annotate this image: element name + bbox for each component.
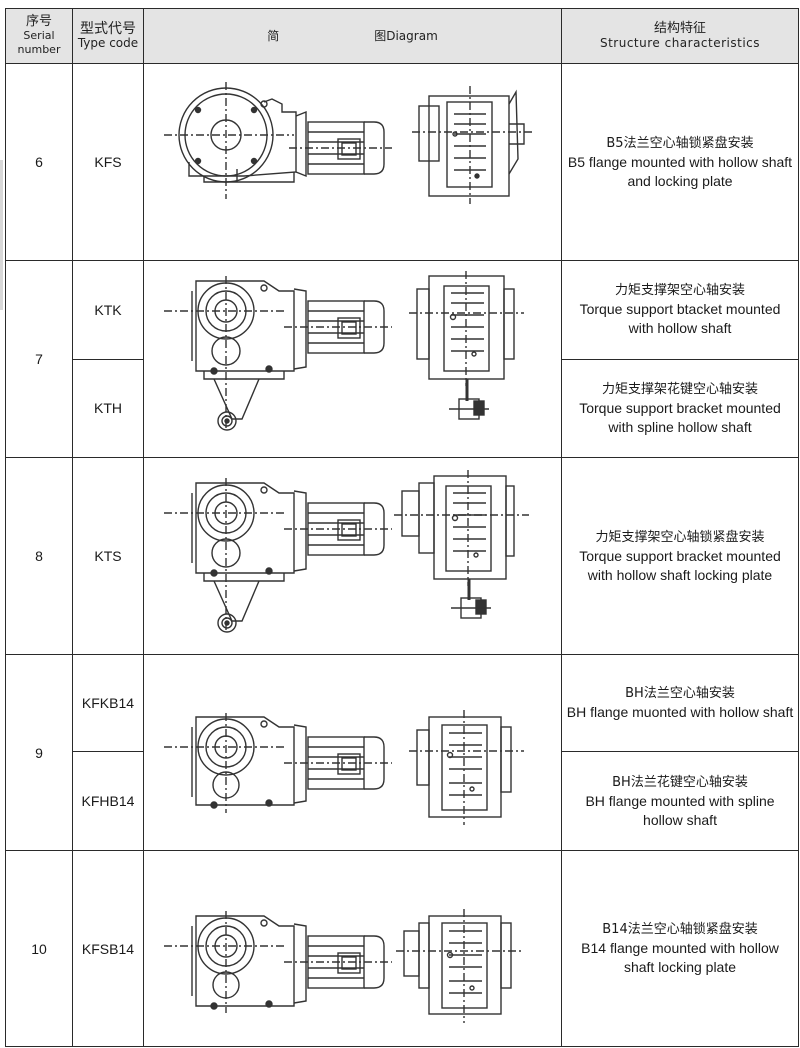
diagram-cell <box>143 260 562 458</box>
table-row: 8 KTS <box>5 457 799 655</box>
structure-cell: BH法兰花键空心轴安装 BH flange mounted with splin… <box>561 751 799 851</box>
serial-cell: 8 <box>5 457 73 655</box>
structure-cell: 力矩支撑架花键空心轴安装 Torque support bracket moun… <box>561 358 799 458</box>
structure-cell: B14法兰空心轴锁紧盘安装 B14 flange mounted with ho… <box>561 850 799 1047</box>
table-header-row: 序号 Serial number 型式代号 Type code 简 图Diagr… <box>5 8 799 64</box>
header-serial: 序号 Serial number <box>5 8 73 64</box>
type-code-cell: KTH <box>72 358 144 458</box>
serial-cell: 7 <box>5 260 73 458</box>
table-row: KFHB14 BH法兰花键空心轴安装 BH flange mounted wit… <box>6 751 799 851</box>
type-code-cell: KFS <box>72 63 144 261</box>
type-code-cell: KFHB14 <box>72 751 144 851</box>
gear-motor-diagram <box>164 82 534 204</box>
gear-motor-diagram <box>164 710 524 825</box>
diagram-cell <box>143 457 562 655</box>
structure-cell: B5法兰空心轴锁紧盘安装 B5 flange mounted with holl… <box>561 63 799 261</box>
structure-cell: 力矩支撑架空心轴锁紧盘安装 Torque support bracket mou… <box>561 457 799 655</box>
serial-cell: 9 <box>5 654 73 851</box>
header-structure: 结构特征 Structure characteristics <box>561 8 799 64</box>
diagram-cell <box>143 850 562 1047</box>
structure-cell: 力矩支撑架空心轴安装 Torque support btacket mounte… <box>561 260 799 360</box>
type-code-cell: KTS <box>72 457 144 655</box>
header-diagram: 简 图Diagram <box>143 8 562 64</box>
table-row: 9 KFKB14 <box>5 653 799 851</box>
diagram-cell <box>143 63 562 261</box>
gear-motor-diagram <box>164 470 529 633</box>
header-type-code: 型式代号 Type code <box>72 8 144 64</box>
table-row: 6 KFS <box>5 63 799 261</box>
type-code-cell: KFSB14 <box>72 850 144 1047</box>
table-row: KTH 力矩支撑架花键空心轴安装 Torque support bracket … <box>6 358 799 458</box>
gear-motor-diagram <box>164 271 524 431</box>
serial-cell: 10 <box>5 850 73 1047</box>
type-code-cell: KTK <box>72 260 144 360</box>
serial-cell: 6 <box>5 63 73 261</box>
table-row: 7 KTK <box>5 260 799 458</box>
type-code-cell: KFKB14 <box>72 653 144 753</box>
gear-motor-diagram <box>164 909 524 1023</box>
diagram-cell <box>143 654 562 851</box>
scan-edge-mark <box>0 160 3 310</box>
structure-cell: BH法兰空心轴安装 BH flange muonted with hollow … <box>561 653 799 753</box>
mounting-type-table: 序号 Serial number 型式代号 Type code 简 图Diagr… <box>5 8 799 1047</box>
table-row: 10 KFSB14 <box>5 850 799 1047</box>
